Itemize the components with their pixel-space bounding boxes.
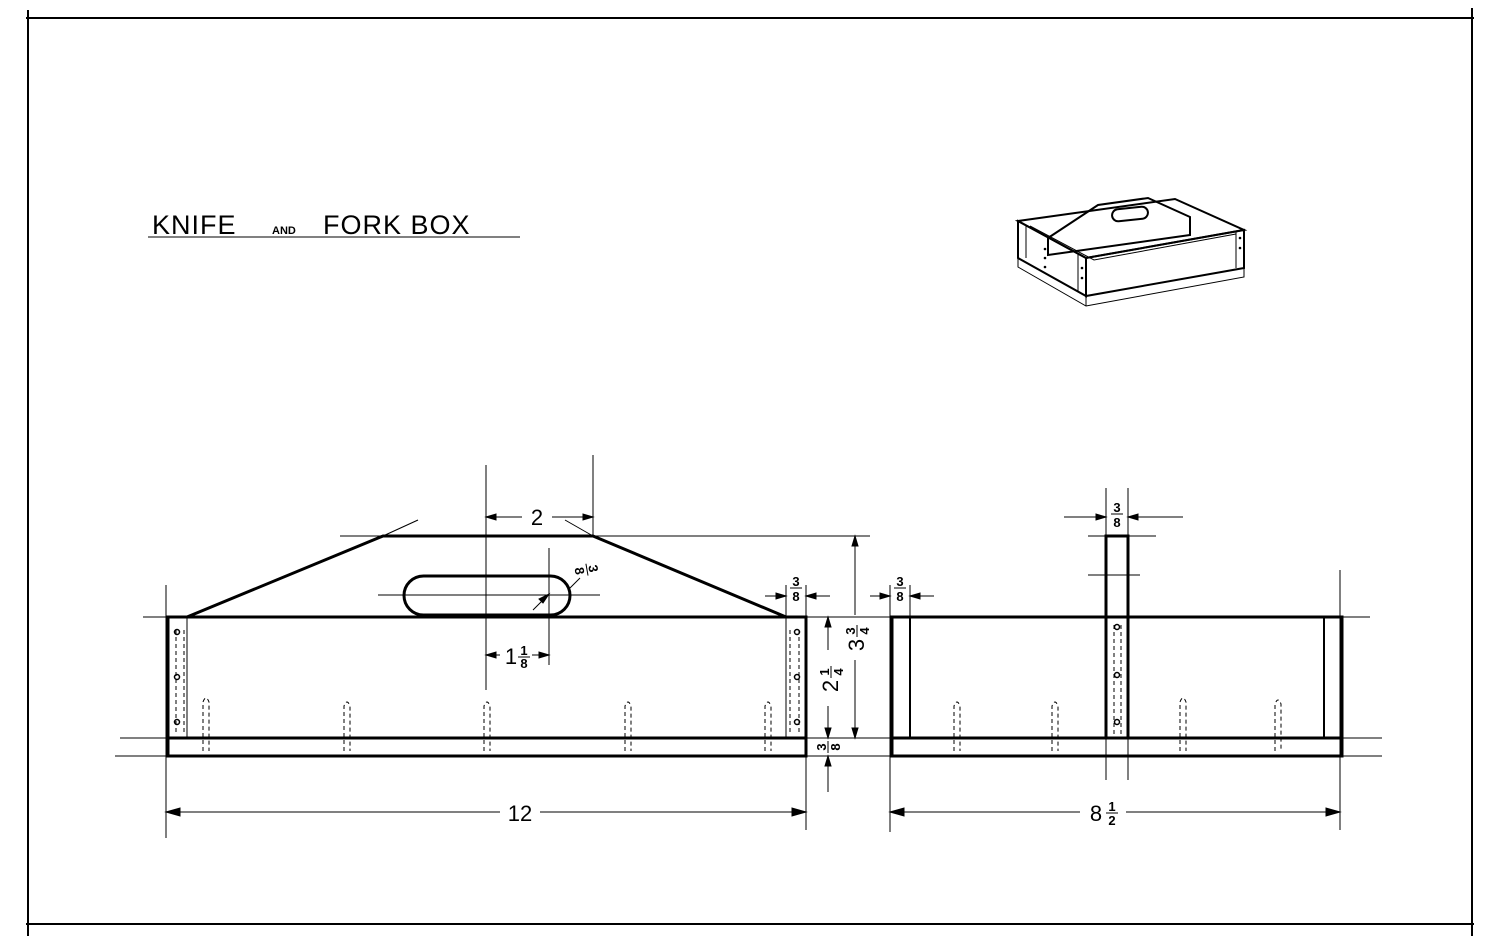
dim-partition-thickness: 3 8 [1111, 500, 1123, 530]
svg-text:8: 8 [792, 589, 799, 604]
dim-total-height: 3 3 4 [843, 625, 872, 651]
dim-overall-length: 12 [508, 801, 532, 826]
svg-text:8: 8 [520, 656, 527, 671]
svg-text:1: 1 [505, 644, 517, 669]
dim-handle-top-width: 2 [531, 505, 543, 530]
svg-text:8: 8 [896, 589, 903, 604]
dim-slot-radius: 3 8 [572, 563, 601, 576]
dim-right-end-thickness: 3 8 [894, 574, 906, 604]
title-part2: FORK BOX [323, 210, 471, 240]
drawing-title: KNIFE AND FORK BOX [148, 210, 520, 240]
extension-lines [115, 455, 1382, 838]
svg-text:3: 3 [896, 574, 903, 589]
dim-bottom-thickness: 3 8 [814, 741, 843, 753]
sheet-border [26, 8, 1474, 936]
dim-slot-width: 1 1 8 [505, 643, 530, 671]
svg-text:4: 4 [857, 627, 872, 635]
svg-text:3: 3 [844, 639, 869, 651]
svg-text:1: 1 [817, 668, 832, 675]
svg-text:1: 1 [1108, 799, 1115, 814]
end-elevation [890, 534, 1344, 758]
svg-text:3: 3 [585, 564, 601, 574]
svg-text:1: 1 [520, 643, 527, 658]
svg-text:2: 2 [818, 680, 843, 692]
title-part1: KNIFE [152, 210, 237, 240]
svg-text:2: 2 [1108, 813, 1115, 828]
svg-text:3: 3 [814, 743, 829, 750]
svg-text:8: 8 [572, 566, 588, 576]
dimension-lines [164, 513, 1342, 817]
svg-text:3: 3 [792, 574, 799, 589]
partition [1104, 534, 1130, 740]
svg-text:3: 3 [843, 627, 858, 634]
dim-overall-width: 8 1 2 [1090, 799, 1118, 828]
dim-side-height: 2 1 4 [817, 666, 846, 692]
isometric-box-sketch [1014, 196, 1248, 307]
svg-text:3: 3 [1113, 500, 1120, 515]
svg-text:8: 8 [828, 743, 843, 750]
svg-text:8: 8 [1090, 801, 1102, 826]
dimension-labels: 2 1 1 8 3 8 3 8 3 8 3 8 2 [505, 500, 1123, 828]
title-connector: AND [272, 225, 296, 237]
svg-text:8: 8 [1113, 515, 1120, 530]
dim-end-thickness: 3 8 [790, 574, 802, 604]
side-elevation [166, 519, 808, 758]
svg-text:4: 4 [831, 668, 846, 676]
